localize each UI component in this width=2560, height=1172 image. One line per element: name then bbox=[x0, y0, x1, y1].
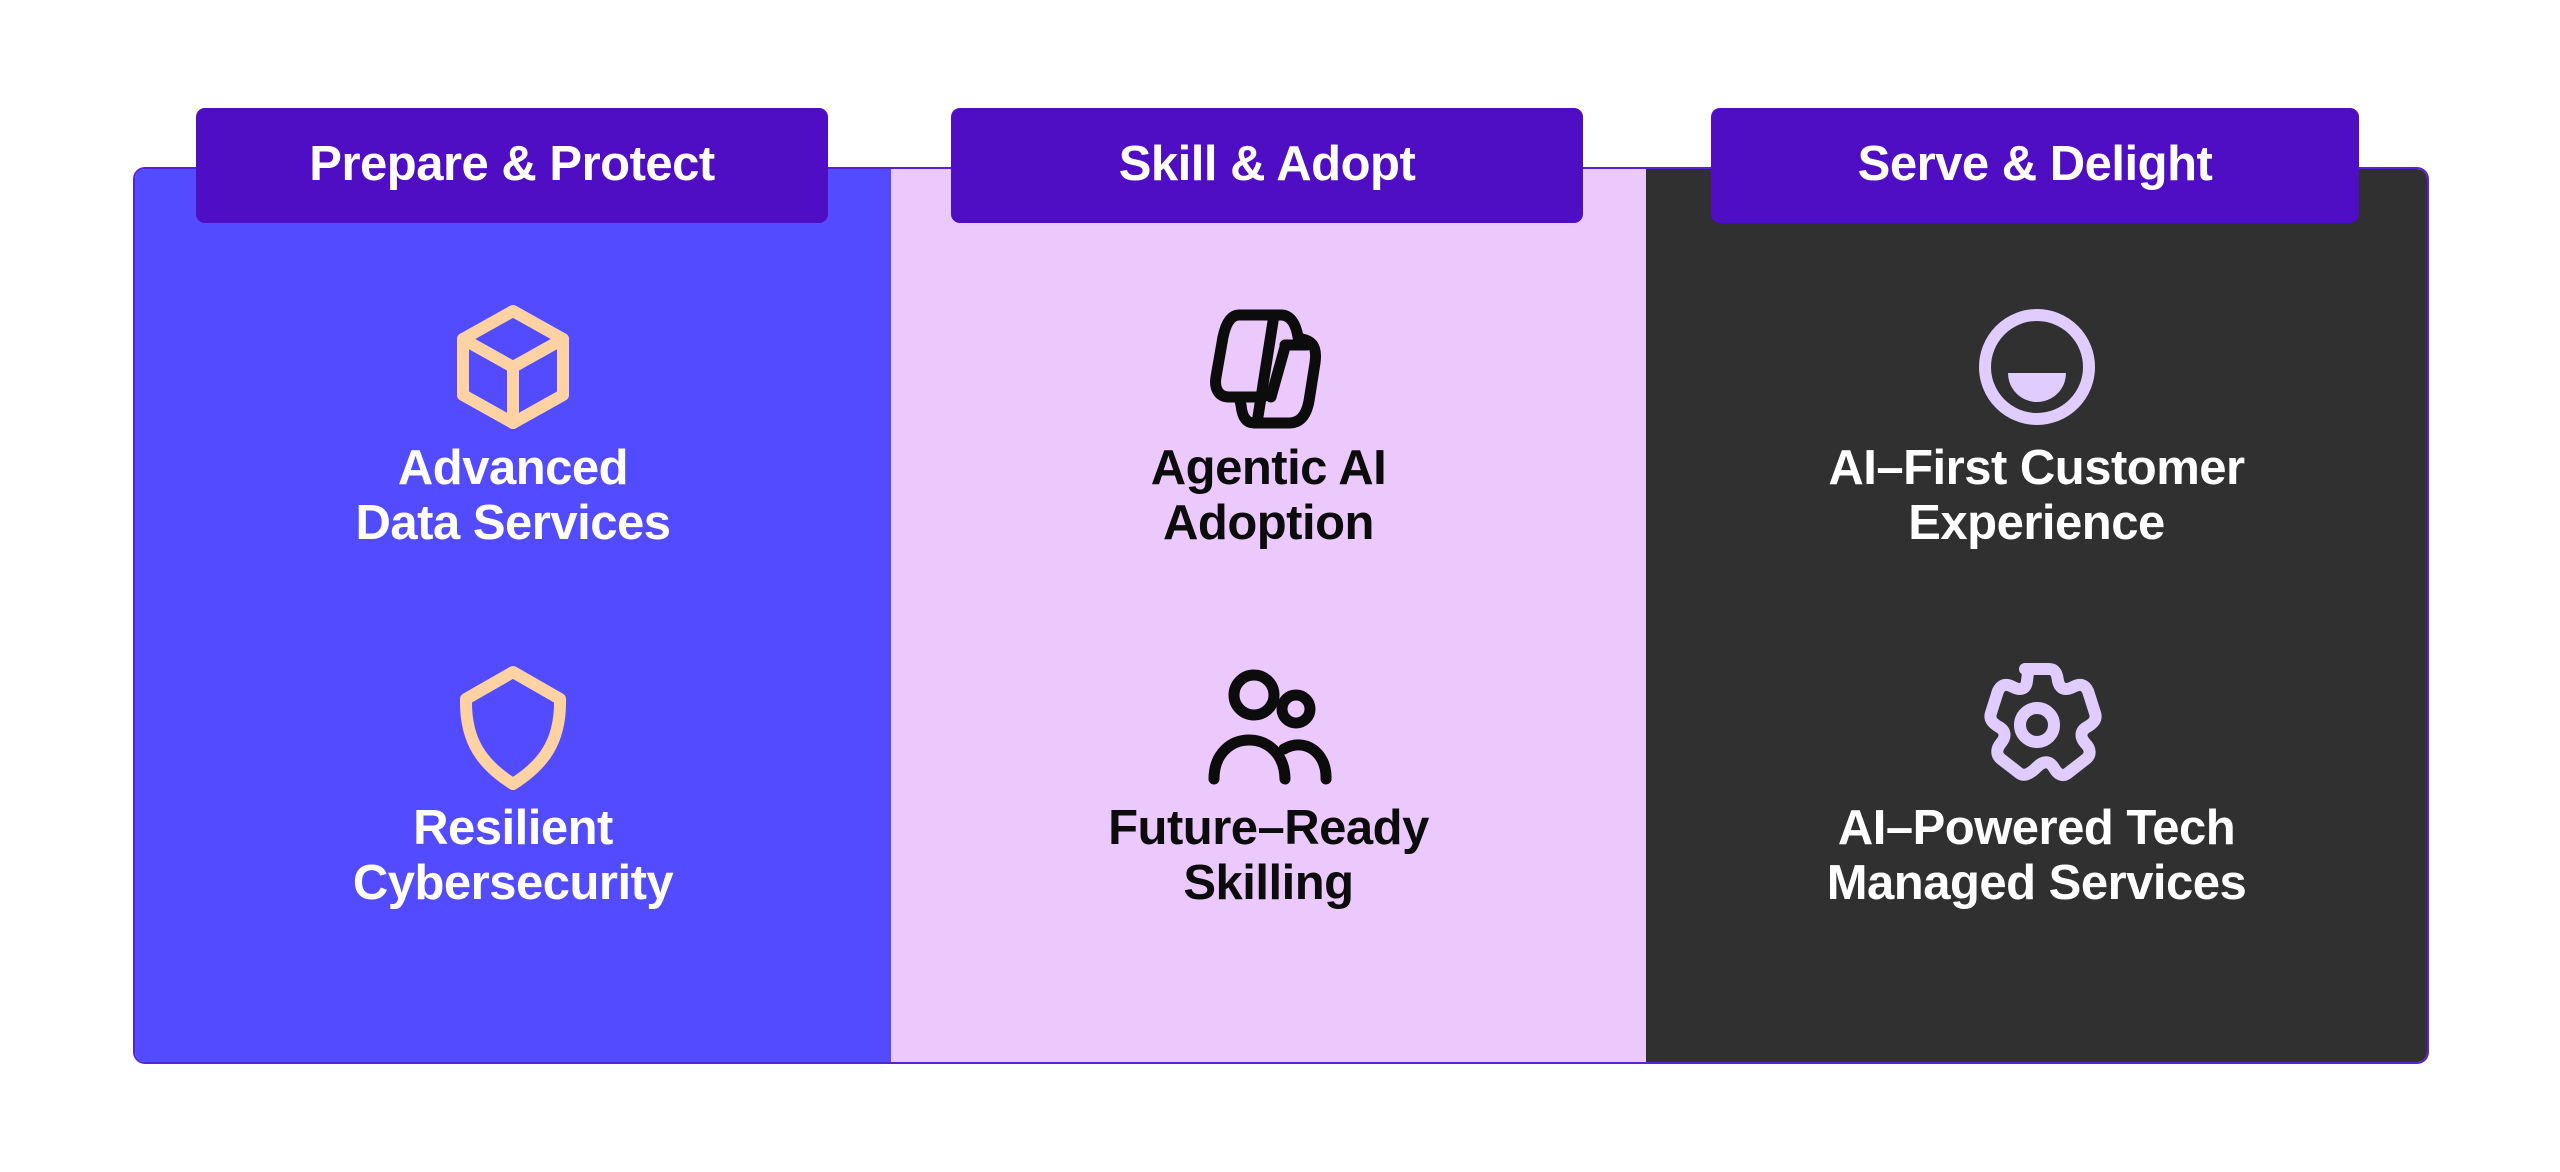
label-line-2: Experience bbox=[1908, 496, 2165, 550]
column-serve-delight: AI–First Customer Experience AI–Powered … bbox=[1646, 169, 2427, 1062]
item-resilient-cybersecurity: Resilient Cybersecurity bbox=[135, 657, 891, 911]
column-prepare-protect: Advanced Data Services Resilient Cyberse… bbox=[135, 169, 891, 1062]
item-agentic-ai-adoption: Agentic AI Adoption bbox=[891, 297, 1646, 551]
item-label: Resilient Cybersecurity bbox=[352, 801, 674, 911]
gear-icon bbox=[1967, 657, 2107, 797]
item-ai-first-customer-experience: AI–First Customer Experience bbox=[1646, 297, 2427, 551]
smiley-icon bbox=[1967, 297, 2107, 437]
label-line-1: AI–First Customer bbox=[1828, 441, 2245, 495]
pillars-panel: Advanced Data Services Resilient Cyberse… bbox=[133, 167, 2429, 1064]
label-line-2: Cybersecurity bbox=[352, 856, 674, 910]
label-line-2: Managed Services bbox=[1826, 856, 2247, 910]
label-line-1: AI–Powered Tech bbox=[1837, 801, 2236, 855]
people-icon bbox=[1199, 657, 1339, 797]
header-serve-delight: Serve & Delight bbox=[1711, 108, 2359, 223]
item-label: AI–Powered Tech Managed Services bbox=[1827, 801, 2247, 911]
item-advanced-data-services: Advanced Data Services bbox=[135, 297, 891, 551]
cube-icon bbox=[443, 297, 583, 437]
item-ai-powered-tech-managed-services: AI–Powered Tech Managed Services bbox=[1646, 657, 2427, 911]
label-line-1: Resilient bbox=[413, 801, 613, 855]
column-skill-adopt: Agentic AI Adoption Future–Ready Skillin… bbox=[891, 169, 1646, 1062]
item-label: Advanced Data Services bbox=[356, 441, 671, 551]
item-label: AI–First Customer Experience bbox=[1828, 441, 2245, 551]
item-label: Future–Ready Skilling bbox=[1108, 801, 1429, 911]
label-line-1: Advanced bbox=[397, 441, 629, 495]
item-label: Agentic AI Adoption bbox=[1150, 441, 1387, 551]
label-line-2: Adoption bbox=[1163, 496, 1374, 550]
label-line-2: Skilling bbox=[1183, 856, 1354, 910]
label-line-1: Agentic AI bbox=[1150, 441, 1387, 495]
header-skill-adopt: Skill & Adopt bbox=[951, 108, 1583, 223]
item-future-ready-skilling: Future–Ready Skilling bbox=[891, 657, 1646, 911]
shield-icon bbox=[443, 657, 583, 797]
label-line-1: Future–Ready bbox=[1108, 801, 1429, 855]
copilot-icon bbox=[1199, 297, 1339, 437]
header-prepare-protect: Prepare & Protect bbox=[196, 108, 828, 223]
label-line-2: Data Services bbox=[355, 496, 671, 550]
